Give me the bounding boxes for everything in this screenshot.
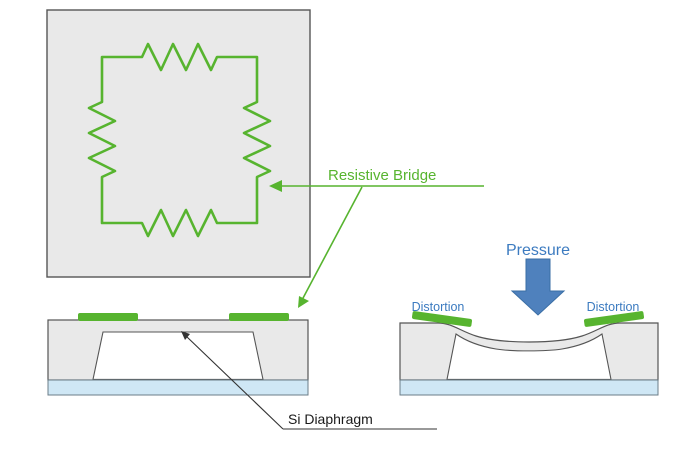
si-diaphragm-arrow — [181, 331, 190, 340]
cavity-right — [446, 333, 612, 380]
resistor-strip-right-distorted — [583, 311, 645, 327]
substrate-layer-left — [47, 379, 309, 396]
bridge-to-cross-section-line — [301, 186, 363, 301]
resistive-bridge-circuit — [87, 42, 272, 238]
resistive-bridge-callout: Resistive Bridge — [269, 167, 484, 308]
chip-top-view — [46, 9, 311, 278]
si-diaphragm-callout: Si Diaphragm — [181, 331, 437, 430]
resistor-strip-left-distorted — [411, 311, 473, 327]
pressure-label: Pressure — [506, 242, 570, 259]
resistive-bridge-label: Resistive Bridge — [328, 167, 436, 184]
resistor-strip-right — [229, 313, 289, 321]
resistor-strip-left — [78, 313, 138, 321]
distortion-label-left: Distortion — [412, 300, 465, 314]
resistive-bridge-arrow — [269, 180, 282, 192]
cross-section-normal — [47, 313, 309, 396]
si-diaphragm-pointer-line — [185, 335, 284, 430]
cross-section-arrow — [298, 296, 309, 308]
chip-top-view-group — [46, 9, 311, 278]
cross-section-pressured: Distortion Distortion Pressure — [399, 242, 659, 396]
distortion-label-right: Distortion — [587, 300, 640, 314]
substrate-layer-right — [399, 379, 659, 396]
cavity-left — [92, 331, 264, 380]
pressure-arrow — [510, 258, 566, 316]
si-diaphragm-label: Si Diaphragm — [288, 411, 373, 427]
